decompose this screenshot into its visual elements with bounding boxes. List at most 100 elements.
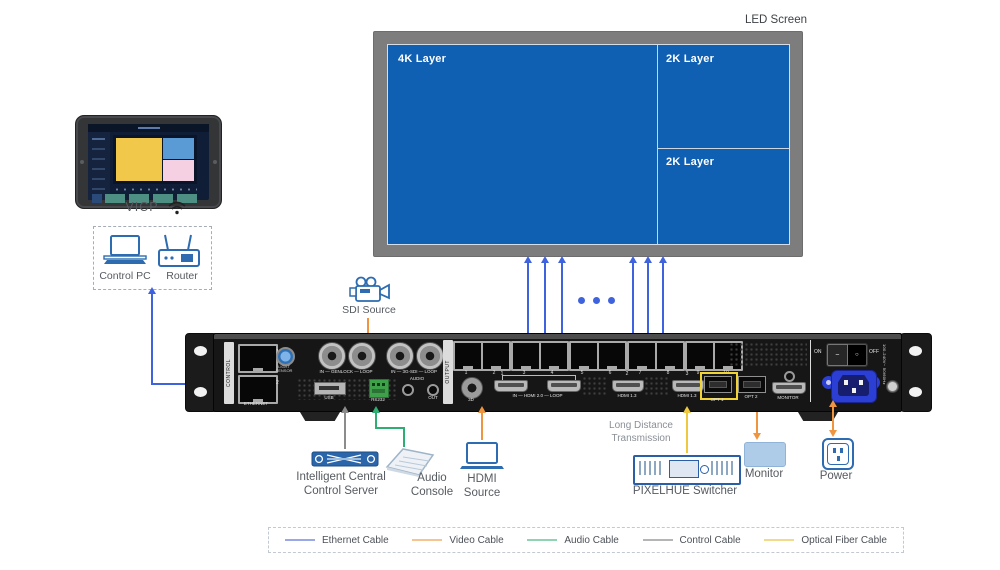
output-port — [569, 341, 599, 371]
ethernet-line — [632, 263, 634, 338]
sdi-loop-port — [416, 342, 444, 370]
vicp-menu-line — [92, 158, 105, 160]
output-port-number: 8 — [666, 370, 670, 376]
arrow-up-icon — [829, 400, 837, 407]
hdmi20-in-port — [494, 380, 528, 392]
cable-legend: Ethernet Cable Video Cable Audio Cable C… — [268, 527, 904, 553]
output-port — [685, 341, 715, 371]
ellipsis-dot — [593, 297, 600, 304]
video-swatch — [412, 539, 443, 541]
hdmi-group-1-number: 1 — [500, 371, 504, 377]
video-line — [367, 318, 369, 337]
switcher-faders-left — [639, 461, 663, 475]
vicp-layer-pink — [163, 160, 194, 181]
inlet-pin — [851, 388, 856, 393]
video-line — [481, 413, 483, 440]
arrow-down-icon — [829, 430, 837, 437]
sdi-label: IN — 3G-SDI — LOOP — [390, 369, 437, 374]
vent-grid — [729, 342, 807, 367]
video-processor: CONTROL 1 2 ETHERNET LIGHT SENSOR IN — G… — [185, 333, 932, 421]
layer-divider-vertical — [657, 45, 658, 244]
fiber-swatch — [764, 539, 795, 541]
audio-swatch — [527, 539, 558, 541]
opt1-highlight-box — [700, 372, 738, 400]
arrow-up-icon — [541, 256, 549, 263]
tablet-camera — [80, 160, 84, 164]
rs232-slot — [372, 389, 385, 393]
legend-item-control: Control Cable — [642, 534, 741, 546]
ethernet-port-2 — [238, 375, 278, 404]
output-port-number: 4 — [550, 370, 554, 376]
pixelhue-switcher-label: PIXELHUE Switcher — [632, 485, 738, 497]
arrow-down-icon — [753, 433, 761, 440]
ethernet-line — [561, 263, 563, 338]
output-port-number: 1 — [464, 370, 468, 376]
rs232-label: RS232 — [371, 397, 385, 402]
output-port-number: 7 — [638, 370, 642, 376]
central-server-label: Intelligent Central Control Server — [296, 471, 386, 498]
arrow-up-icon — [524, 256, 532, 263]
legend-label: Control Cable — [679, 534, 741, 546]
output-port — [539, 341, 569, 371]
audio-console-label: Audio Console — [410, 472, 454, 499]
inlet-socket — [838, 375, 869, 396]
control-pc-label: Control PC — [99, 270, 151, 282]
central-server-icon — [311, 451, 379, 467]
output-port-number: 2 — [492, 370, 496, 376]
vicp-layer-yellow — [116, 138, 162, 181]
fiber-line — [686, 413, 688, 453]
hdmi20-label: IN — HDMI 2.0 — LOOP — [512, 393, 563, 398]
output-port-number: 3 — [522, 370, 526, 376]
rs232-terminal — [369, 379, 389, 398]
eth-port-2-number: 2 — [276, 380, 279, 386]
wifi-icon — [168, 201, 186, 215]
vicp-tablet — [75, 115, 222, 209]
ethernet-line — [662, 263, 664, 338]
power-socket-icon — [822, 438, 854, 470]
power-label: Power — [819, 470, 853, 482]
video-camera-icon — [349, 276, 390, 302]
opt1-port — [704, 376, 732, 393]
vicp-canvas — [113, 135, 197, 184]
switch-off-side: ○ — [847, 344, 867, 366]
hdmi-loop-bracket — [502, 375, 576, 381]
hdmi-group-3-number: 3 — [685, 371, 689, 377]
3d-port — [461, 377, 483, 399]
hdmi20-loop-port — [547, 380, 581, 392]
inlet-pin — [859, 380, 863, 385]
socket-pin — [833, 448, 836, 453]
output-port — [627, 341, 657, 371]
ethernet-line — [647, 263, 649, 338]
legend-item-ethernet: Ethernet Cable — [285, 535, 389, 546]
arrow-up-icon — [341, 406, 349, 413]
opt2-port — [738, 376, 766, 393]
monitor-hdmi-port — [772, 382, 806, 394]
3d-label: 3D — [468, 397, 474, 402]
arrow-up-icon — [148, 287, 156, 294]
vent-grid — [644, 376, 669, 396]
arrow-up-icon — [372, 406, 380, 413]
usb-port — [314, 382, 346, 395]
vicp-logo — [138, 127, 160, 129]
output-port — [511, 341, 541, 371]
led-screen-title: LED Screen — [744, 14, 807, 26]
output-port-number: 9 — [696, 370, 700, 376]
vicp-sidebar — [88, 132, 110, 200]
socket-pin — [840, 448, 843, 453]
output-section-label: OUTPUT — [445, 360, 451, 384]
vicp-menu-line — [92, 178, 105, 180]
audio-line — [375, 427, 405, 429]
power-switch: − ○ — [826, 343, 868, 367]
screw-hole — [909, 387, 922, 397]
switcher-faders-right — [711, 461, 733, 475]
router-label: Router — [166, 270, 198, 282]
video-line — [756, 412, 758, 433]
audio-out-jack — [427, 384, 439, 396]
opt2-label: OPT 2 — [744, 394, 758, 399]
legend-item-audio: Audio Cable — [527, 535, 619, 546]
sdi-in-port — [386, 342, 414, 370]
hdmi13-port-2 — [612, 380, 644, 392]
sdi-source-label: SDI Source — [342, 304, 396, 316]
audio-line — [403, 427, 405, 447]
